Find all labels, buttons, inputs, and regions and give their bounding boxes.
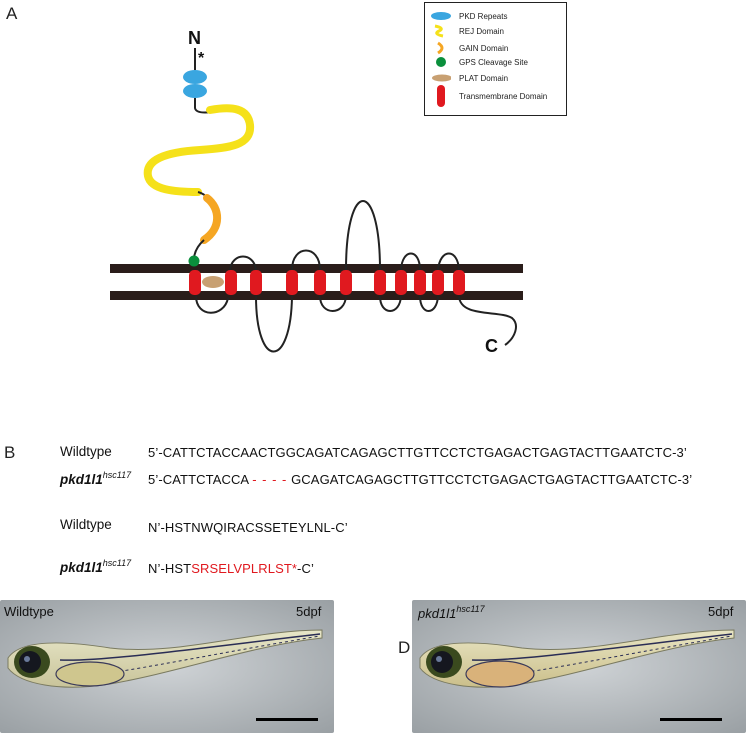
legend-item-gain: GAIN Domain [431,41,508,55]
dna-wildtype-sequence: 5’-CATTCTACCAACTGGCAGATCAGAGCTTGTTCCTCTG… [148,445,687,460]
legend: PKD Repeats REJ Domain GAIN Domain GPS C… [424,2,567,116]
wildtype-image-label: Wildtype [4,604,54,619]
extracellular-loop-3 [345,200,381,271]
protein-wildtype-label: Wildtype [60,517,112,532]
tm-segment-2 [225,270,237,295]
protein-topology-diagram [110,48,523,353]
zebrafish-larva-wildtype [0,600,334,733]
intracellular-loop-5 [419,295,439,312]
dna-mutant-seq-part-2: GCAGATCAGAGCTTGTTCCTCTGAGACTGAGTACTTGAAT… [291,472,693,487]
c-terminus-label: C [485,336,498,356]
legend-label: PKD Repeats [459,11,508,21]
orange-arc-icon [431,41,451,55]
intracellular-loop-4 [379,295,402,312]
intracellular-loop-3 [319,295,347,312]
protein-wildtype-sequence: N’-HSTNWQIRACSSETEYLNL-C’ [148,520,348,535]
protein-mutant-label: pkd1l1hsc117 [60,558,131,575]
tm-segment-5 [314,270,326,295]
dna-mutant-label: pkd1l1hsc117 [60,470,131,487]
tan-ellipse-icon [431,71,451,85]
mutant-image-allele-superscript: hsc117 [456,604,485,614]
tm-segment-6 [340,270,352,295]
extracellular-loop-2 [291,249,321,271]
dna-mutant-seq-part-1: 5’-CATTCTACCA [148,472,249,487]
legend-item-pkd: PKD Repeats [431,9,507,23]
dna-wildtype-label: Wildtype [60,444,112,459]
legend-label: PLAT Domain [459,73,509,83]
extracellular-loop-1 [229,255,257,271]
frameshift-residues: SRSELVPLRLST* [191,561,298,576]
legend-label: GAIN Domain [459,43,509,53]
membrane-inner-leaflet [110,291,523,300]
membrane-outer-leaflet [110,264,523,273]
blue-ellipse-icon [431,9,451,23]
legend-item-tm: Transmembrane Domain [431,85,548,107]
mutant-allele-superscript: hsc117 [102,470,132,480]
green-dot-icon [431,55,451,69]
protein-mutant-sequence: N’-HSTSRSELVPLRLST*-C’ [148,561,314,576]
pkd-repeat-1 [183,70,207,84]
dna-mutant-sequence: 5’-CATTCTACCA - - - - GCAGATCAGAGCTTGTTC… [148,472,692,487]
stage-label-c: 5dpf [296,604,322,619]
legend-item-plat: PLAT Domain [431,71,508,85]
legend-item-rej: REJ Domain [431,24,504,38]
gps-cleavage-site [188,255,200,267]
panel-label-a: A [6,4,18,23]
legend-label: Transmembrane Domain [459,91,548,101]
tm-segment-9 [414,270,426,295]
extracellular-loop-5 [437,252,460,271]
intracellular-loop-2 [255,295,293,353]
deletion-marker: - - - - [252,472,288,487]
scale-bar-d [660,718,722,721]
tm-segment-8 [395,270,407,295]
mutant-larva-image [412,600,746,733]
plat-domain [202,276,224,288]
tm-segment-3 [250,270,262,295]
panel-label-b: B [4,443,16,462]
yellow-squiggle-icon [431,24,451,38]
mutant-gene-name: pkd1l1 [60,472,103,487]
mutation-asterisk: * [198,50,205,67]
c-terminal-tail [458,295,517,346]
protein-mutant-seq-part-1: N’-HST [148,561,192,576]
tm-segment-7 [374,270,386,295]
red-capsule-icon [431,85,451,107]
scale-bar-c [256,718,318,721]
legend-item-gps: GPS Cleavage Site [431,55,528,69]
wildtype-larva-image [0,600,334,733]
mutant-image-label: pkd1l1hsc117 [418,604,485,621]
stage-label-d: 5dpf [708,604,734,619]
n-terminus-label: N [188,28,201,48]
gain-domain [200,194,222,244]
protein-mutant-seq-part-2: -C’ [297,561,314,576]
mutant-gene-name: pkd1l1 [60,560,103,575]
tm-segment-1 [189,270,201,295]
tm-segment-4 [286,270,298,295]
zebrafish-larva-mutant [412,600,746,733]
intracellular-loop-1 [195,295,229,314]
legend-label: GPS Cleavage Site [459,57,528,67]
mutant-image-gene-name: pkd1l1 [418,606,457,621]
legend-label: REJ Domain [459,26,504,36]
pkd-repeat-2 [183,84,207,98]
panel-label-d: D [398,638,411,657]
tm-segment-11 [453,270,465,295]
rej-domain [143,104,255,196]
tm-segment-10 [432,270,444,295]
linker-3 [193,239,205,259]
mutant-allele-superscript: hsc117 [102,558,132,568]
extracellular-loop-4 [400,252,421,271]
